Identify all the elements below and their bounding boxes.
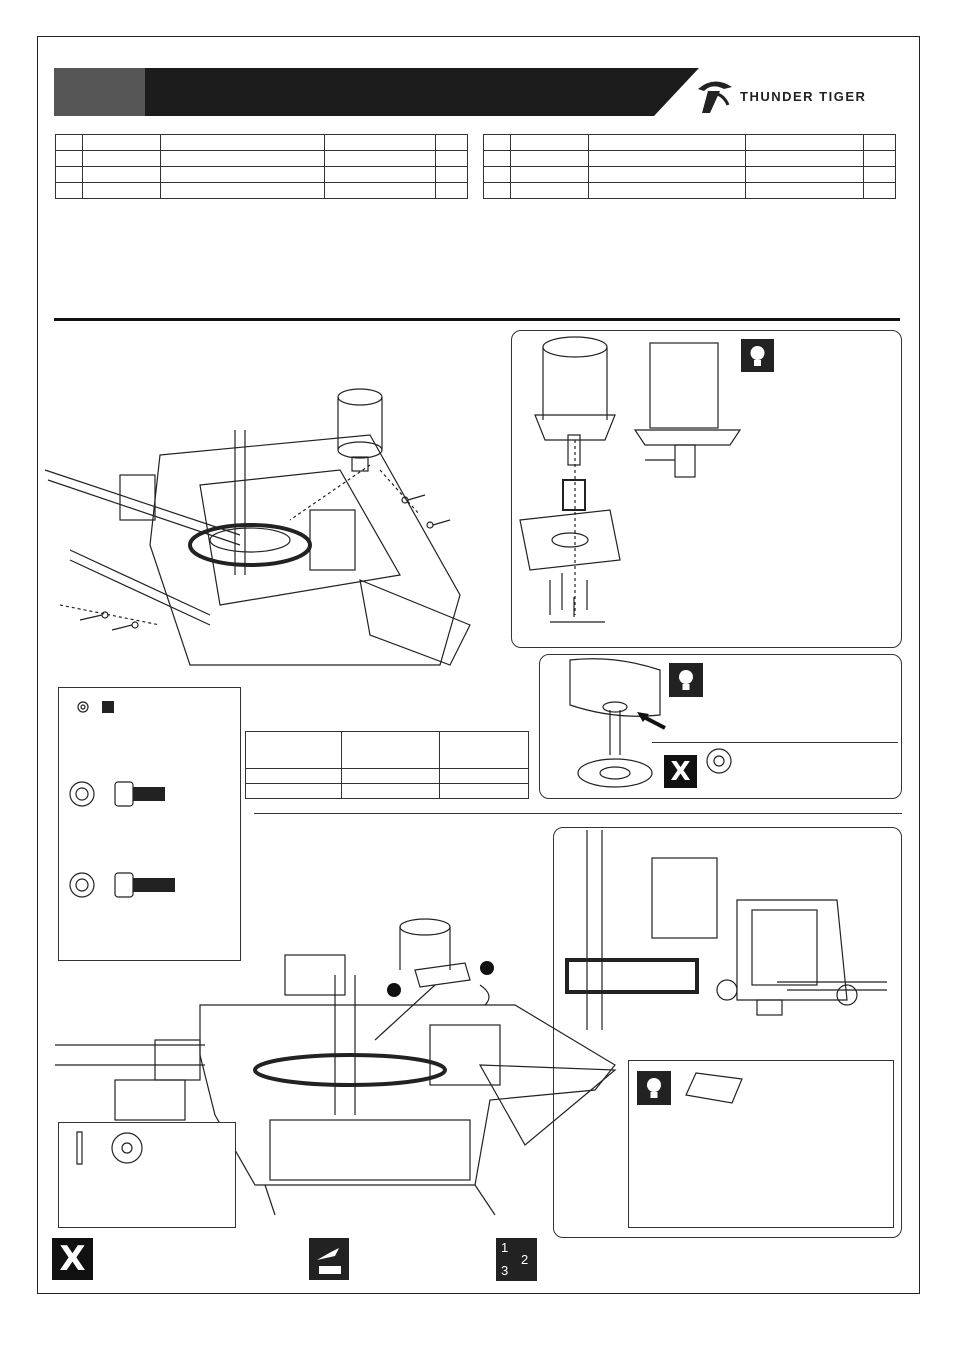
hardware-parts-box	[58, 687, 241, 961]
x-mark-icon: X	[52, 1238, 93, 1280]
washer-and-cap-screw-icon	[69, 781, 165, 807]
tightening-sequence-icon: 1 2 3	[496, 1238, 537, 1281]
page-frame	[37, 36, 920, 1294]
sequence-number-2: 2	[521, 1252, 529, 1267]
tip-note-box	[628, 1060, 894, 1228]
sequence-number-3: 3	[501, 1263, 509, 1278]
panel-divider	[652, 742, 898, 743]
gear-mesh-drawing	[565, 830, 887, 1030]
lightbulb-tip-icon	[669, 663, 703, 697]
motor-mount-exploded-drawing	[44, 388, 471, 666]
x-mark-icon: X	[664, 755, 697, 788]
motor-shaft-flat-drawing	[569, 658, 666, 788]
washer-callout-box	[58, 1122, 236, 1228]
paper-shim-icon	[685, 1072, 743, 1104]
washer-side-and-front-icon	[76, 1131, 143, 1165]
sequence-number-1: 1	[501, 1240, 509, 1255]
brand-logo: THUNDER TIGER	[694, 78, 909, 114]
setscrew-flat-panel	[539, 654, 902, 799]
threadlock-apply-icon	[309, 1238, 349, 1280]
setscrew-icon	[77, 701, 114, 713]
subsection-divider	[254, 813, 902, 814]
motor-install-drawing	[55, 918, 617, 1216]
screw-spec-table	[245, 731, 529, 799]
parts-table-left	[55, 134, 468, 199]
lightbulb-tip-icon	[637, 1071, 671, 1105]
washer-and-long-cap-screw-icon	[69, 872, 175, 898]
washer-icon	[706, 748, 732, 774]
lightbulb-tip-icon	[741, 339, 774, 372]
parts-table-right	[483, 134, 896, 199]
section-divider	[54, 318, 900, 321]
pinion-assembly-drawing	[519, 336, 742, 623]
thunder-tiger-logo-icon	[698, 81, 732, 113]
header-bar	[54, 68, 699, 116]
brand-name: THUNDER TIGER	[740, 88, 867, 104]
pinion-detail-panel	[511, 330, 902, 648]
